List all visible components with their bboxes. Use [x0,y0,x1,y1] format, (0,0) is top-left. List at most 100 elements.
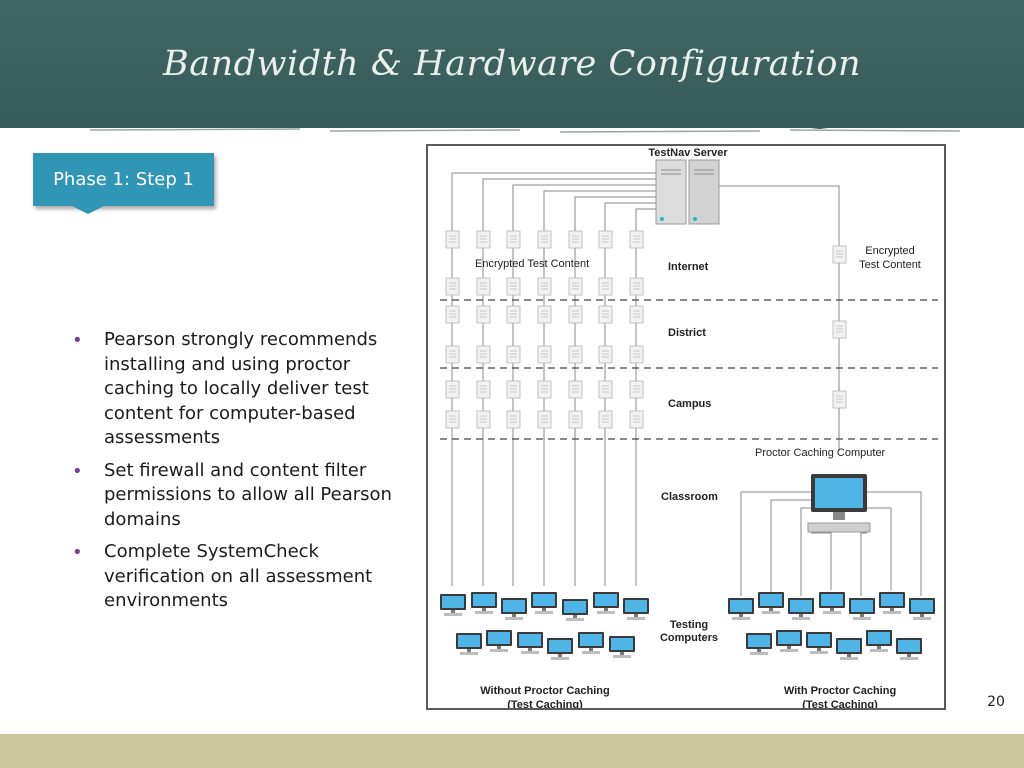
bullet-item: • Set firewall and content filter permiss… [72,459,412,533]
connection-line [811,532,832,590]
phase-tag-label: Phase 1: Step 1 [53,169,194,190]
proctor-caching-label: Proctor Caching Computer [755,447,886,459]
document-icon [832,320,847,339]
testing-computer-icon [836,638,862,660]
testing-computer-icon [562,599,588,621]
connection-line [635,208,656,586]
right-caption-1: With Proctor Caching [784,685,896,697]
bullet-text: Pearson strongly recommends installing a… [104,329,378,448]
testing-computer-icon [788,598,814,620]
testing-computer-icon [609,636,635,658]
testing-computers-label-2: Computers [660,632,718,644]
testing-computer-icon [531,592,557,614]
document-icon [476,230,491,249]
document-icon [445,410,460,429]
testing-computer-icon [879,592,905,614]
testing-computer-icon [440,594,466,616]
document-icon [568,380,583,399]
phase-tag-pointer [72,206,104,214]
bullet-text: Complete SystemCheck verification on all… [104,541,373,611]
testing-computer-icon [746,633,772,655]
testing-computer-icon [896,638,922,660]
testing-computer-icon [471,592,497,614]
bullet-dot: • [72,542,83,563]
document-icon [832,245,847,264]
bullet-dot: • [72,460,83,482]
bullet-text: Set firewall and content filter permissi… [104,459,392,530]
document-icon [537,277,552,296]
document-icon [476,277,491,296]
testing-computer-icon [909,598,935,620]
document-icon [568,345,583,364]
network-diagram: TestNav Server Encrypted Test Content En… [426,144,946,710]
testing-computer-icon [866,630,892,652]
document-icon [598,305,613,324]
document-icon [537,305,552,324]
document-icon [832,390,847,409]
document-icon [476,380,491,399]
document-icon [598,380,613,399]
right-caption-2: (Test Caching) [802,699,878,708]
connection-line [451,172,656,586]
footer-band [0,734,1024,768]
document-icon [506,230,521,249]
document-icon [629,345,644,364]
bullet-list: • Pearson strongly recommends installing … [72,328,412,622]
encrypted-content-right-1: Encrypted [865,245,915,257]
testing-computer-icon [547,638,573,660]
bullet-item: • Complete SystemCheck verification on al… [72,540,412,614]
testing-computer-icon [486,630,512,652]
document-icon [476,345,491,364]
document-icon [568,305,583,324]
level-label-campus: Campus [668,398,711,410]
testing-computer-icon [623,598,649,620]
testing-computer-icon [758,592,784,614]
document-icon [598,277,613,296]
document-icon [445,305,460,324]
document-icon [629,230,644,249]
connection-line [867,491,922,596]
connection-line [482,178,656,586]
document-icon [598,410,613,429]
document-icon [506,277,521,296]
document-icon [476,305,491,324]
document-icon [506,305,521,324]
testing-computer-icon [849,598,875,620]
document-icon [445,277,460,296]
document-icon [568,230,583,249]
testing-computer-icon [819,592,845,614]
document-icon [476,410,491,429]
document-icon [598,230,613,249]
connection-line [543,190,656,586]
encrypted-content-right-2: Test Content [859,259,921,271]
testing-computer-icon [501,598,527,620]
document-icon [445,345,460,364]
chalkboard-header [0,0,1024,128]
connection-line [867,507,892,590]
document-icon [598,345,613,364]
connection-line [512,184,656,586]
bullet-dot: • [72,330,83,351]
proctor-computer-icon [807,474,871,533]
level-label-classroom: Classroom [661,491,718,503]
document-icon [445,230,460,249]
network-diagram-svg: TestNav Server Encrypted Test Content En… [440,147,938,708]
document-icon [629,277,644,296]
right-fanout-lines [740,491,922,596]
encrypted-content-left: Encrypted Test Content [475,258,589,270]
document-icon [629,305,644,324]
document-icon [537,380,552,399]
connection-line [604,202,656,586]
level-label-district: District [668,327,706,339]
document-icon [568,277,583,296]
document-icon [568,410,583,429]
phase-tag: Phase 1: Step 1 [33,153,214,206]
document-icon [537,410,552,429]
left-testing-computers [440,592,649,660]
document-icon [445,380,460,399]
left-caption-1: Without Proctor Caching [480,685,609,697]
connection-line [800,507,811,596]
testing-computer-icon [806,632,832,654]
testing-computers-label-1: Testing [670,619,708,631]
document-icon [506,380,521,399]
